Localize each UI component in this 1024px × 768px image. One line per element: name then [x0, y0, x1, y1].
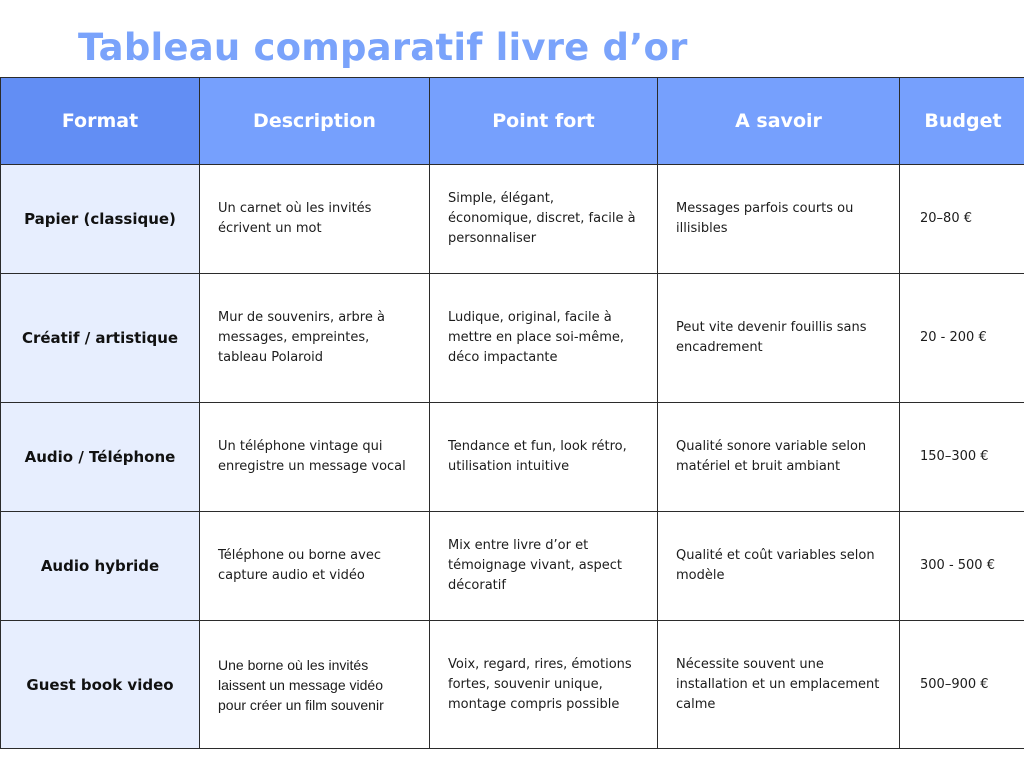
point-fort-cell: Ludique, original, facile à mettre en pl…: [429, 273, 658, 403]
format-cell: Guest book video: [0, 620, 200, 749]
point-fort-cell: Tendance et fun, look rétro, utilisation…: [429, 402, 658, 512]
format-cell: Audio hybride: [0, 511, 200, 621]
comparison-table-container: Format Description Point fort A savoir B…: [0, 77, 1024, 749]
comparison-table: Format Description Point fort A savoir B…: [0, 77, 1024, 749]
page-title: Tableau comparatif livre d’or: [78, 26, 688, 69]
a-savoir-cell: Messages parfois courts ou illisibles: [657, 164, 900, 274]
point-fort-cell: Mix entre livre d’or et témoignage vivan…: [429, 511, 658, 621]
header-description: Description: [199, 77, 430, 165]
description-cell: Un téléphone vintage qui enregistre un m…: [199, 402, 430, 512]
description-cell: Téléphone ou borne avec capture audio et…: [199, 511, 430, 621]
budget-cell: 20–80 €: [899, 164, 1024, 274]
a-savoir-cell: Qualité sonore variable selon matériel e…: [657, 402, 900, 512]
format-cell: Papier (classique): [0, 164, 200, 274]
table-body: Papier (classique) Un carnet où les invi…: [0, 164, 1024, 749]
format-cell: Audio / Téléphone: [0, 402, 200, 512]
header-row: Format Description Point fort A savoir B…: [0, 77, 1024, 165]
a-savoir-cell: Qualité et coût variables selon modèle: [657, 511, 900, 621]
table-header: Format Description Point fort A savoir B…: [0, 77, 1024, 165]
header-point-fort: Point fort: [429, 77, 658, 165]
a-savoir-cell: Peut vite devenir fouillis sans encadrem…: [657, 273, 900, 403]
table-row: Créatif / artistique Mur de souvenirs, a…: [0, 273, 1024, 403]
budget-cell: 300 - 500 €: [899, 511, 1024, 621]
header-a-savoir: A savoir: [657, 77, 900, 165]
table-row: Audio / Téléphone Un téléphone vintage q…: [0, 402, 1024, 512]
table-row: Guest book video Une borne où les invité…: [0, 620, 1024, 749]
budget-cell: 20 - 200 €: [899, 273, 1024, 403]
budget-cell: 150–300 €: [899, 402, 1024, 512]
header-format: Format: [0, 77, 200, 165]
a-savoir-cell: Nécessite souvent une installation et un…: [657, 620, 900, 749]
header-budget: Budget: [899, 77, 1024, 165]
description-cell: Un carnet où les invités écrivent un mot: [199, 164, 430, 274]
point-fort-cell: Simple, élégant, économique, discret, fa…: [429, 164, 658, 274]
budget-cell: 500–900 €: [899, 620, 1024, 749]
format-cell: Créatif / artistique: [0, 273, 200, 403]
description-cell: Une borne où les invités laissent un mes…: [199, 620, 430, 749]
point-fort-cell: Voix, regard, rires, émotions fortes, so…: [429, 620, 658, 749]
table-row: Audio hybride Téléphone ou borne avec ca…: [0, 511, 1024, 621]
description-cell: Mur de souvenirs, arbre à messages, empr…: [199, 273, 430, 403]
table-row: Papier (classique) Un carnet où les invi…: [0, 164, 1024, 274]
